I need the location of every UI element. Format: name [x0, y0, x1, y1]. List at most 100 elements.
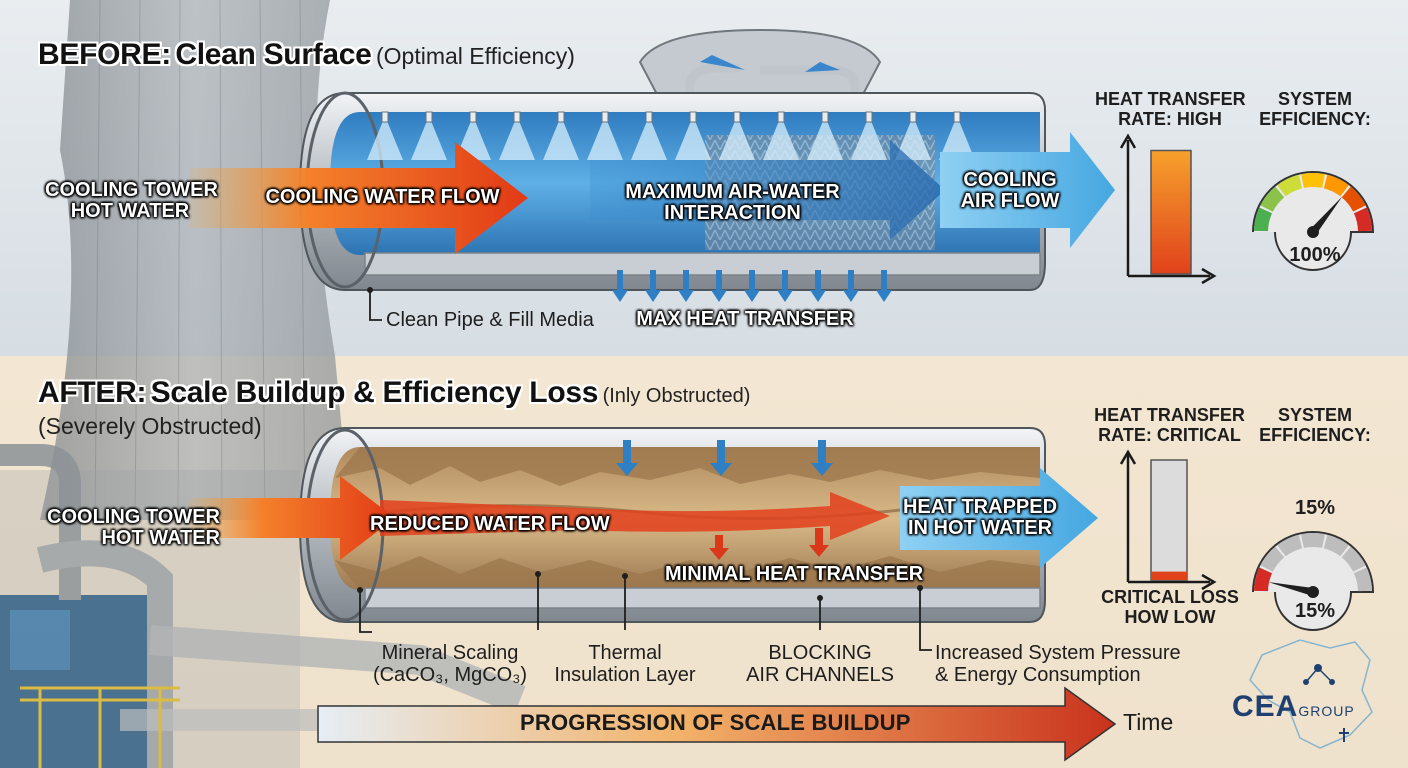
after-heading-sub-wrap: (Severely Obstructed) — [38, 413, 262, 440]
callout-scaling: Mineral Scaling (CaCO₃, MgCO₃) — [360, 642, 540, 686]
logo-sub: GROUP — [1298, 703, 1355, 719]
gauge-hub — [1307, 226, 1319, 238]
after-rate-title-line2: RATE: CRITICAL — [1098, 424, 1241, 445]
before-interaction-line1: MAXIMUM AIR-WATER — [625, 181, 840, 203]
gauge-segment — [1254, 567, 1273, 592]
spray-nozzle — [821, 111, 829, 123]
after-efficiency-value-bottom: 15% — [1294, 600, 1336, 622]
callout-insulation-line1: Thermal — [588, 642, 662, 664]
spray-cone — [631, 116, 667, 160]
gauge-segment — [1277, 174, 1303, 197]
after-heading-title: Scale Buildup & Efficiency Loss — [150, 376, 599, 409]
timeline-time-label: Time — [1123, 709, 1174, 735]
after-efficiency-title: SYSTEM EFFICIENCY: — [1250, 405, 1380, 446]
spray-cone — [543, 116, 579, 160]
callout-pressure-line2: & Energy Consumption — [935, 664, 1141, 686]
after-transfer-label: MINIMAL HEAT TRANSFER — [665, 563, 924, 585]
logo-main: CEA — [1232, 690, 1299, 723]
spray-cone — [411, 116, 447, 160]
after-heading: AFTER: Scale Buildup & Efficiency Loss (… — [38, 376, 750, 410]
spray-nozzle — [777, 111, 785, 123]
spray-nozzle — [381, 111, 389, 123]
spray-nozzle — [425, 111, 433, 123]
gauge-hub — [1307, 586, 1319, 598]
callout-scaling-line2: (CaCO₃, MgCO₃) — [372, 664, 528, 686]
callout-scaling-line1: Mineral Scaling — [381, 642, 519, 664]
after-rate-caption: CRITICAL LOSS HOW LOW — [1095, 587, 1245, 628]
before-rate-title-line2: RATE: HIGH — [1118, 108, 1222, 129]
spray-nozzle — [953, 111, 961, 123]
after-efficiency-title-line2: EFFICIENCY: — [1259, 424, 1371, 445]
heat-transfer-down-arrow — [744, 270, 760, 302]
spray-cone — [367, 116, 403, 160]
gauge-needle — [1268, 581, 1314, 596]
before-heading-title: Clean Surface — [175, 38, 372, 71]
callout-blocking-line1: BLOCKING — [768, 642, 872, 664]
before-efficiency-value: 100% — [1289, 244, 1341, 266]
after-efficiency-value-top: 15% — [1294, 497, 1336, 519]
spray-cone — [587, 116, 623, 160]
gauge-segment — [1254, 207, 1273, 232]
before-heading: BEFORE: Clean Surface (Optimal Efficienc… — [38, 38, 575, 72]
heat-transfer-down-arrow — [810, 270, 826, 302]
heat-transfer-down-arrow — [876, 270, 892, 302]
spray-nozzle — [513, 111, 521, 123]
spray-nozzle — [689, 111, 697, 123]
after-inlet-line2: HOT WATER — [101, 527, 220, 549]
before-inlet-line1: COOLING TOWER — [45, 179, 218, 201]
heat-transfer-down-arrow — [711, 270, 727, 302]
after-trapped-line2: IN HOT WATER — [907, 517, 1053, 539]
gauge-segment — [1341, 546, 1366, 572]
before-efficiency-title-line2: EFFICIENCY: — [1259, 108, 1371, 129]
after-heading-sub: (Severely Obstructed) — [38, 413, 262, 439]
before-rate-title: HEAT TRANSFER RATE: HIGH — [1095, 89, 1246, 130]
gauge-segment — [1353, 567, 1372, 592]
gauge-segment — [1353, 207, 1372, 232]
gauge-segment — [1260, 546, 1285, 572]
before-air-flow-line2: AIR FLOW — [960, 190, 1060, 212]
after-rate-title: HEAT TRANSFER RATE: CRITICAL — [1092, 405, 1247, 446]
callout-blocking-line2: AIR CHANNELS — [746, 664, 894, 686]
heat-transfer-down-arrow — [612, 270, 628, 302]
cea-logo: CEAGROUP — [1232, 690, 1355, 724]
after-heading-bold: AFTER: — [38, 376, 147, 409]
before-efficiency-title: SYSTEM EFFICIENCY: — [1250, 89, 1380, 130]
spray-nozzle — [733, 111, 741, 123]
callout-blocking: BLOCKING AIR CHANNELS — [740, 642, 900, 686]
before-air-flow-line1: COOLING — [963, 169, 1057, 191]
spray-cone — [851, 116, 887, 160]
gauge-segment — [1301, 533, 1325, 548]
heat-transfer-down-arrow — [645, 270, 661, 302]
after-heading-note: (Inly Obstructed) — [602, 385, 751, 407]
spray-nozzle — [601, 111, 609, 123]
before-interaction-label: MAXIMUM AIR-WATER INTERACTION — [610, 182, 855, 224]
spray-cone — [763, 116, 799, 160]
gauge-needle — [1309, 196, 1343, 235]
before-heading-note: (Optimal Efficiency) — [376, 43, 575, 69]
spray-nozzle — [645, 111, 653, 123]
callout-pressure: Increased System Pressure & Energy Consu… — [935, 642, 1181, 686]
after-inlet-line1: COOLING TOWER — [47, 506, 220, 528]
gauge-segment — [1277, 534, 1303, 557]
gauge-segment — [1341, 186, 1366, 212]
spray-cone — [675, 116, 711, 160]
before-water-flow-label: COOLING WATER FLOW — [265, 186, 500, 208]
after-rate-caption-line2: HOW LOW — [1124, 606, 1216, 627]
after-efficiency-title-line1: SYSTEM — [1277, 405, 1352, 425]
timeline-label: PROGRESSION OF SCALE BUILDUP — [520, 710, 911, 735]
spray-cone — [807, 116, 843, 160]
before-inlet-label: COOLING TOWER HOT WATER — [45, 179, 218, 222]
spray-cone — [719, 116, 755, 160]
spray-nozzle — [469, 111, 477, 123]
before-transfer-label: MAX HEAT TRANSFER — [636, 308, 854, 330]
after-rate-title-line1: HEAT TRANSFER — [1094, 405, 1245, 425]
heat-transfer-down-arrow — [777, 270, 793, 302]
after-inlet-label: COOLING TOWER HOT WATER — [45, 507, 220, 549]
spray-nozzle — [909, 111, 917, 123]
after-rate-caption-line1: CRITICAL LOSS — [1101, 587, 1239, 607]
gauge-segment — [1301, 173, 1325, 188]
before-inlet-line2: HOT WATER — [70, 200, 190, 222]
gauge-segment — [1260, 186, 1285, 212]
